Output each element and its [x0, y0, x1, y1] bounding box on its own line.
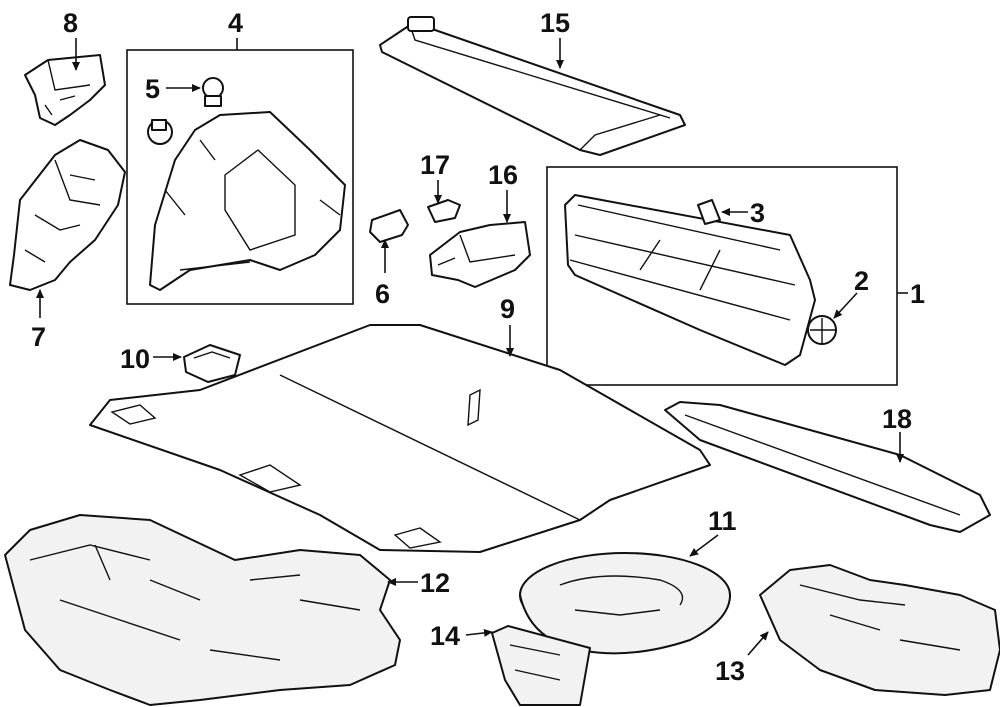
callout-12: 12 [420, 568, 450, 598]
callout-5: 5 [145, 74, 160, 104]
part-5-clip [202, 77, 224, 107]
part-1-scuff-plate [564, 194, 816, 366]
callout-2: 2 [854, 266, 869, 296]
part-12-floor-pan [4, 514, 401, 706]
callout-4: 4 [228, 8, 243, 38]
callout-16: 16 [488, 160, 518, 190]
callout-1: 1 [910, 279, 925, 309]
part-17-clip [427, 199, 461, 223]
part-18-cargo-cover [664, 401, 991, 533]
callout-3: 3 [750, 198, 765, 228]
leader-13 [747, 631, 769, 656]
callout-18: 18 [882, 404, 912, 434]
part-11-tire-tub [519, 552, 731, 655]
part-14-panel [491, 625, 591, 706]
part-13-foam-tray [759, 564, 1000, 696]
callout-17: 17 [420, 150, 450, 180]
callout-11: 11 [708, 506, 737, 536]
callout-7: 7 [31, 322, 46, 352]
part-6-hook [369, 209, 409, 243]
callout-6: 6 [375, 279, 390, 309]
part-8-bracket [24, 54, 106, 126]
part-10-cup [183, 344, 241, 383]
part-16-lamp [429, 221, 531, 288]
group-frame-4 [126, 49, 354, 305]
leader-14 [465, 628, 493, 637]
part-2-clip [807, 315, 837, 345]
callout-13: 13 [715, 656, 745, 686]
part-3-tab [697, 199, 721, 225]
callout-9: 9 [500, 294, 515, 324]
callout-8: 8 [63, 8, 78, 38]
leader-2 [833, 292, 858, 319]
part-5-clip-2 [147, 119, 173, 145]
callout-10: 10 [120, 344, 150, 374]
part-7-side-trim [9, 139, 126, 291]
leader-11 [689, 534, 719, 557]
part-4-quarter-trim [149, 111, 346, 291]
part-9-floor-board [89, 324, 711, 553]
part-15-tonneau [379, 16, 686, 156]
group-frame-1 [546, 166, 898, 386]
callout-14: 14 [430, 621, 460, 651]
callout-15: 15 [540, 8, 570, 38]
